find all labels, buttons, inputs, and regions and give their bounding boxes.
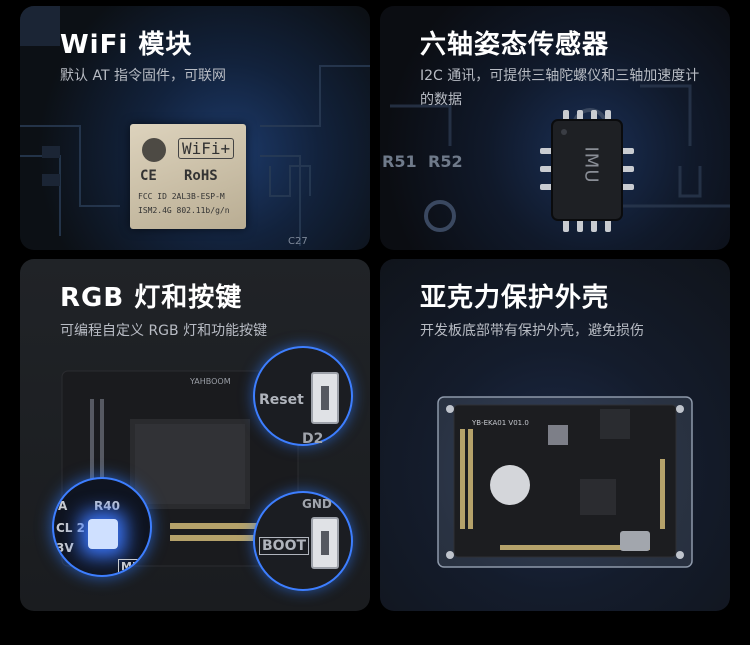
pcb-label-a: A xyxy=(58,499,68,513)
card-desc: 默认 AT 指令固件，可联网 xyxy=(60,68,226,84)
rohs-mark: RoHS xyxy=(184,168,218,184)
board-brand: YAHBOOM xyxy=(190,377,231,386)
card-title: 六轴姿态传感器 xyxy=(420,30,610,60)
pcb-label-c27: C27 xyxy=(288,236,308,247)
pcb-label-r52: R52 xyxy=(428,152,463,171)
rgb-led-zoom: R40 A CL 2 3V MIC xyxy=(52,477,152,577)
card-desc: 可编程自定义 RGB 灯和功能按键 xyxy=(60,323,268,339)
espressif-logo-icon xyxy=(142,138,166,162)
wifi-chip: WiFi+ CE RoHS FCC ID 2AL3B-ESP-M ISM2.4G… xyxy=(130,124,246,229)
pcb-label-3v: 3V xyxy=(56,541,74,555)
acrylic-case-image xyxy=(437,396,693,568)
imu-chip xyxy=(540,110,634,232)
fcc-id: FCC ID 2AL3B-ESP-M xyxy=(138,192,225,201)
pcb-label-r51: R51 xyxy=(382,152,417,171)
ce-mark: CE xyxy=(140,168,157,184)
pcb-label-gnd: GND xyxy=(302,497,332,511)
rgb-led-icon xyxy=(88,519,118,549)
pcb-label-reset: Reset xyxy=(259,392,304,408)
pcb-label-r40: R40 xyxy=(94,499,120,513)
imu-label: IMU xyxy=(580,146,602,184)
card-desc: 开发板底部带有保护外壳，避免损伤 xyxy=(420,323,644,339)
pcb-label-cl2: CL 2 xyxy=(56,521,85,535)
imu-sensor-card: R51 R52 IMU 六轴姿态传感器 I2C 通讯，可提供三轴陀螺仪和三轴加速… xyxy=(380,6,730,250)
pcb-label-boot: BOOT xyxy=(259,537,310,555)
card-title: 亚克力保护外壳 xyxy=(420,283,610,313)
wifi-badge: WiFi+ xyxy=(178,138,235,159)
board-model: YB-EKA01 V01.0 xyxy=(472,419,529,427)
rgb-buttons-card: RGB 灯和按键 可编程自定义 RGB 灯和功能按键 YAHBOOM Reset… xyxy=(20,259,370,611)
boot-button-zoom: BOOT xyxy=(253,491,353,591)
pcb-traces-wifi xyxy=(20,6,370,246)
acrylic-case-card: 亚克力保护外壳 开发板底部带有保护外壳，避免损伤 YB-EKA01 V01.0 xyxy=(380,259,730,611)
tact-switch-reset xyxy=(311,372,339,424)
card-title: RGB 灯和按键 xyxy=(60,283,243,313)
wifi-module-card: WiFi+ CE RoHS FCC ID 2AL3B-ESP-M ISM2.4G… xyxy=(20,6,370,250)
reset-button-zoom: Reset xyxy=(253,346,353,446)
ism-band: ISM2.4G 802.11b/g/n xyxy=(138,206,230,215)
tact-switch-boot xyxy=(311,517,339,569)
dev-board-image xyxy=(61,370,299,567)
pcb-label-d2: D2 xyxy=(302,431,324,447)
card-desc: I2C 通讯，可提供三轴陀螺仪和三轴加速度计的数据 xyxy=(420,68,700,108)
pcb-label-mic: MIC xyxy=(118,559,148,574)
card-title: WiFi 模块 xyxy=(60,30,193,60)
